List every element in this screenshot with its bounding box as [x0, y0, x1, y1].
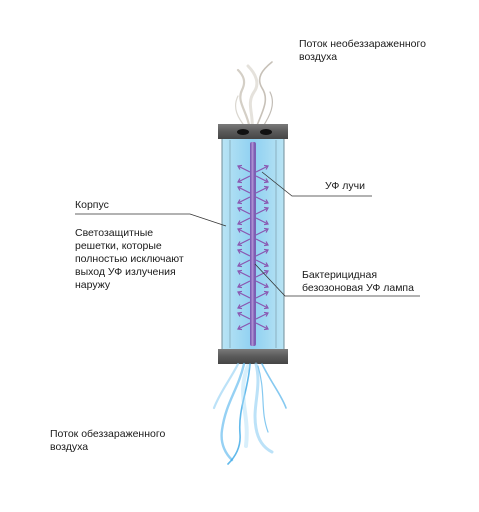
- leader-lamp: [254, 263, 420, 297]
- inflow-label: Поток необеззараженного воздуха: [299, 38, 426, 63]
- bottom-cap: [218, 349, 288, 364]
- uv-ray-arrow-icon: [237, 280, 251, 288]
- uv-ray-arrowhead-icon: [263, 248, 269, 254]
- vent-hole-icon: [260, 129, 272, 135]
- uv-ray-arrowhead-icon: [263, 164, 269, 170]
- uv-ray-arrowhead-icon: [237, 206, 243, 212]
- uv-ray-arrowhead-icon: [263, 269, 269, 275]
- uv-ray-arrow-icon: [237, 217, 251, 225]
- uv-rays-group: [237, 164, 269, 331]
- uv-ray-arrowhead-icon: [237, 185, 243, 191]
- top-cap: [218, 124, 288, 139]
- lamp-label: Бактерицидная безозоновая УФ лампа: [302, 269, 414, 294]
- uv-ray-arrow-icon: [255, 165, 269, 173]
- uv-ray-arrow-icon: [255, 291, 269, 299]
- uv-ray-arrowhead-icon: [263, 185, 269, 191]
- uv-ray-arrowhead-icon: [237, 262, 243, 268]
- leader-lines: [75, 171, 420, 297]
- uv-ray-arrow-icon: [255, 228, 269, 236]
- uv-ray-arrow-icon: [237, 259, 251, 267]
- uv-ray-arrowhead-icon: [263, 206, 269, 212]
- uv-ray-arrow-icon: [237, 196, 251, 204]
- uv-ray-arrowhead-icon: [263, 325, 269, 331]
- uv-ray-arrow-icon: [255, 249, 269, 257]
- uv-ray-arrowhead-icon: [263, 178, 269, 184]
- grids-label: Светозащитные решетки, которые полностью…: [75, 227, 184, 291]
- uv-ray-arrowhead-icon: [263, 311, 269, 317]
- uv-ray-arrow-icon: [255, 186, 269, 194]
- uv-ray-arrow-icon: [237, 175, 251, 183]
- uv-ray-arrow-icon: [237, 312, 251, 320]
- uv-ray-arrowhead-icon: [237, 283, 243, 289]
- uv-ray-arrowhead-icon: [263, 227, 269, 233]
- uv-ray-arrowhead-icon: [263, 241, 269, 247]
- uv-ray-arrow-icon: [237, 228, 251, 236]
- uv-ray-arrowhead-icon: [237, 220, 243, 226]
- uv-ray-arrow-icon: [237, 301, 251, 309]
- uv-ray-arrowhead-icon: [237, 199, 243, 205]
- uv-ray-arrowhead-icon: [263, 290, 269, 296]
- uv-ray-arrowhead-icon: [237, 325, 243, 331]
- uv-ray-arrow-icon: [237, 186, 251, 194]
- uv-ray-arrow-icon: [255, 175, 269, 183]
- uv-ray-arrow-icon: [237, 291, 251, 299]
- uv-ray-arrowhead-icon: [237, 311, 243, 317]
- vent-hole-icon: [237, 129, 249, 135]
- uv-ray-arrow-icon: [237, 249, 251, 257]
- uv-ray-arrow-icon: [237, 322, 251, 330]
- uv-ray-arrow-icon: [237, 207, 251, 215]
- uv-ray-arrowhead-icon: [263, 283, 269, 289]
- uv-ray-arrow-icon: [255, 196, 269, 204]
- uv-ray-arrowhead-icon: [237, 248, 243, 254]
- uv-ray-arrow-icon: [255, 217, 269, 225]
- uv-ray-arrowhead-icon: [237, 178, 243, 184]
- outflow-label: Поток обеззараженного воздуха: [50, 428, 166, 453]
- uv-ray-arrow-icon: [237, 270, 251, 278]
- uv-ray-arrow-icon: [255, 238, 269, 246]
- uv-ray-arrow-icon: [255, 207, 269, 215]
- uv-ray-arrow-icon: [255, 259, 269, 267]
- clean-air-wisps-icon: [212, 362, 287, 465]
- uv-ray-arrowhead-icon: [263, 262, 269, 268]
- housing-label: Корпус: [75, 199, 109, 211]
- leader-housing: [75, 213, 227, 227]
- uv-ray-arrow-icon: [237, 238, 251, 246]
- uv-ray-arrowhead-icon: [263, 199, 269, 205]
- uv-ray-arrowhead-icon: [263, 304, 269, 310]
- uv-rays-label: УФ лучи: [325, 180, 365, 192]
- uv-ray-arrow-icon: [255, 312, 269, 320]
- uv-ray-arrowhead-icon: [263, 220, 269, 226]
- uv-ray-arrow-icon: [255, 322, 269, 330]
- uv-ray-arrowhead-icon: [237, 164, 243, 170]
- uv-ray-arrow-icon: [255, 301, 269, 309]
- uv-ray-arrow-icon: [237, 165, 251, 173]
- uv-ray-arrow-icon: [255, 280, 269, 288]
- uv-ray-arrowhead-icon: [237, 241, 243, 247]
- uv-ray-arrowhead-icon: [237, 304, 243, 310]
- leader-uv: [261, 171, 372, 197]
- uv-ray-arrow-icon: [255, 270, 269, 278]
- uv-ray-arrowhead-icon: [237, 269, 243, 275]
- uv-ray-arrowhead-icon: [237, 227, 243, 233]
- uv-ray-arrowhead-icon: [237, 290, 243, 296]
